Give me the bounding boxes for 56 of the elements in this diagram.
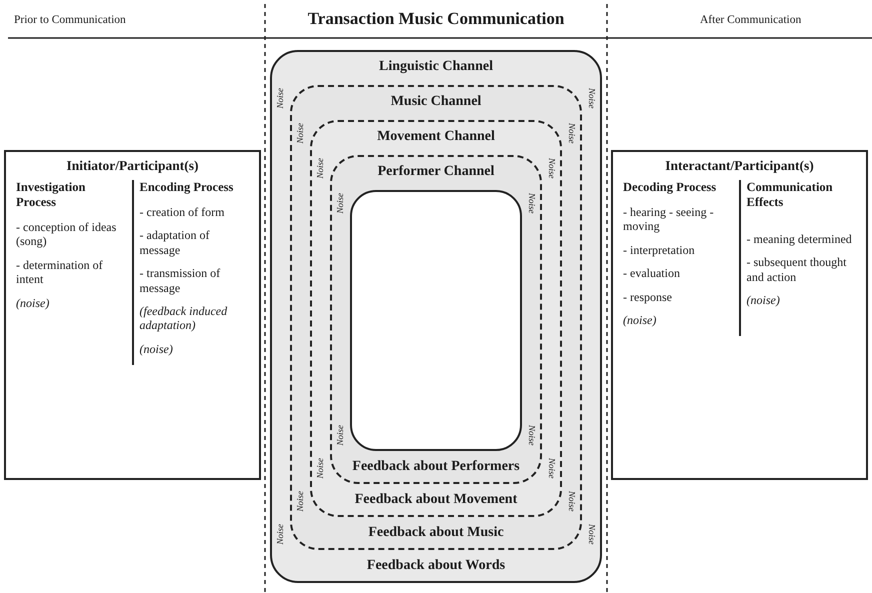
box-heading: Interactant/Participant(s) — [664, 158, 815, 174]
noise-label: Noise — [296, 123, 305, 144]
noise-label: Noise — [316, 458, 325, 479]
note: (feedback induced adaptation) — [140, 304, 228, 333]
column-heading: Investigation Process — [16, 180, 86, 210]
list-item: - interpretation — [623, 242, 696, 258]
noise-label: Noise — [567, 123, 576, 144]
noise-label: Noise — [567, 491, 576, 512]
diagram-title: Transaction Music Communication — [306, 9, 566, 29]
noise-label: Noise — [336, 425, 345, 446]
feedback-label: Feedback about Movement — [354, 492, 518, 508]
participant-box — [611, 150, 868, 480]
noise-label: Noise — [587, 88, 596, 109]
noise-label: Noise — [547, 158, 556, 179]
noise-label: Noise — [547, 458, 556, 479]
noise-label: Noise — [316, 158, 325, 179]
feedback-label: Feedback about Words — [366, 558, 506, 574]
noise-label: Noise — [527, 193, 536, 214]
channel-band — [290, 85, 582, 550]
note: (noise) — [140, 342, 174, 356]
list-item: - response — [623, 290, 673, 304]
column-heading: Decoding Process — [623, 180, 718, 195]
inner-box — [350, 190, 522, 451]
noise-label: Noise — [276, 524, 285, 545]
noise-label: Noise — [587, 524, 596, 545]
list-item: - evaluation — [623, 266, 681, 281]
note: (noise) — [623, 312, 658, 328]
list-item: - conception of ideas (song) — [16, 220, 118, 249]
note: (noise) — [16, 296, 50, 310]
list-item: - meaning determined — [746, 232, 853, 246]
channel-label: Movement Channel — [377, 129, 495, 145]
column-heading: Communication Effects — [746, 180, 834, 210]
list-item: - creation of form — [140, 205, 226, 220]
channel-band — [330, 155, 542, 484]
channel-band — [310, 120, 562, 517]
noise-label: Noise — [336, 193, 345, 214]
list-item: - adaptation of message — [140, 228, 210, 258]
list-item: - subsequent thought and action — [746, 255, 848, 284]
feedback-label: Feedback about Music — [368, 525, 504, 541]
list-item: - transmission of message — [140, 266, 222, 295]
list-item: - determination of intent — [16, 258, 104, 287]
note: (noise) — [746, 293, 781, 308]
channel-label: Linguistic Channel — [379, 59, 493, 75]
noise-label: Noise — [276, 88, 285, 109]
channel-label: Performer Channel — [378, 164, 494, 180]
participant-box — [4, 150, 261, 480]
list-item: - hearing - seeing - moving — [623, 205, 715, 234]
box-heading: Initiator/Participant(s) — [66, 158, 200, 174]
noise-label: Noise — [296, 491, 305, 512]
noise-label: Noise — [527, 425, 536, 446]
column-heading: Encoding Process — [140, 180, 234, 195]
channel-label: Music Channel — [390, 94, 482, 110]
channel-band — [270, 50, 602, 583]
section-label: After Communication — [700, 14, 802, 26]
feedback-label: Feedback about Performers — [352, 459, 520, 475]
section-label: Prior to Communication — [14, 14, 126, 26]
